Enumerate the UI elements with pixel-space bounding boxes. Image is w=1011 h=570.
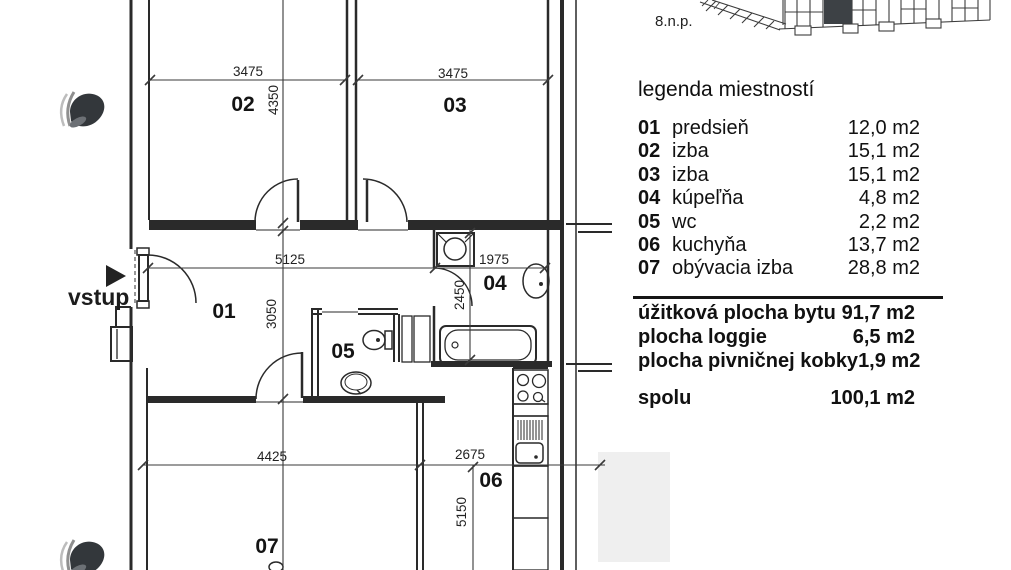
total-row: plocha loggie 6,5 m2 — [638, 326, 915, 350]
room-area: 12,0 m2 — [847, 117, 920, 139]
total-label: úžitková plocha bytu — [638, 302, 836, 324]
highlighted-unit — [824, 0, 852, 24]
dimension-labels: 3475 3475 4350 5125 1975 2450 3050 4425 … — [233, 64, 509, 527]
legend-row: 03 izba 15,1 m2 — [638, 164, 920, 187]
total-label: plocha loggie — [638, 325, 767, 348]
stove-icon — [512, 369, 549, 405]
room-name: kúpeľňa — [672, 187, 744, 210]
room-number: 03 — [638, 163, 661, 186]
legend-row: 04 kúpeľňa 4,8 m2 — [638, 187, 920, 210]
legend-row: 06 kuchyňa 13,7 m2 — [638, 234, 920, 257]
entrance-label: vstup — [68, 284, 130, 310]
room-number: 05 — [638, 210, 661, 233]
room-label-01: 01 — [212, 300, 236, 323]
room-number-labels: 01 02 03 04 05 06 07 — [212, 93, 507, 558]
room-number: 04 — [638, 187, 661, 210]
legend-row: 02 izba 15,1 m2 — [638, 140, 920, 163]
room-label-03: 03 — [443, 94, 466, 117]
wc-sink-icon — [340, 371, 372, 395]
watermark-blob-bottom — [59, 539, 105, 570]
legend-totals: úžitková plocha bytu 91,7 m2 plocha logg… — [638, 302, 920, 374]
legend-row: 01 predsieň 12,0 m2 — [638, 117, 920, 140]
dimension-lines — [137, 0, 606, 570]
room-number: 02 — [638, 140, 661, 163]
room-name: wc — [672, 210, 697, 233]
door-swings — [134, 178, 473, 400]
grand-total-label: spolu — [638, 387, 692, 409]
room-number: 07 — [638, 257, 661, 280]
legend-row: 05 wc 2,2 m2 — [638, 211, 920, 234]
room-number: 06 — [638, 233, 661, 256]
grand-total-value: 100,1 m2 — [830, 387, 915, 409]
room-area: 15,1 m2 — [847, 163, 920, 186]
scan-shadow-band — [598, 452, 670, 562]
room-area: 28,8 m2 — [847, 257, 920, 280]
dim-room02-height: 4350 — [266, 85, 281, 115]
room-area: 15,1 m2 — [847, 140, 920, 163]
dim-bath-height: 2450 — [452, 280, 467, 310]
room-label-04: 04 — [483, 272, 507, 295]
room-area: 2,2 m2 — [858, 210, 920, 233]
site-plan-sketch — [699, 0, 991, 36]
grand-total-row: spolu 100,1 m2 — [638, 387, 915, 411]
dim-room03-width: 3475 — [438, 66, 468, 81]
room-label-07: 07 — [255, 535, 278, 558]
kitchen-cabinets — [512, 465, 549, 570]
room-number: 01 — [638, 117, 661, 139]
watermark-blob-top — [59, 91, 105, 128]
total-value: 91,7 m2 — [841, 302, 915, 324]
room-name: obývacia izba — [672, 257, 794, 280]
dim-room02-width: 3475 — [233, 64, 263, 79]
dim-kitchen-height: 5150 — [454, 497, 469, 527]
room-area: 13,7 m2 — [847, 233, 920, 256]
room-label-02: 02 — [231, 93, 254, 116]
total-value: 1,9 m2 — [858, 349, 921, 372]
legend-divider — [633, 296, 943, 299]
room-name: kuchyňa — [672, 233, 747, 256]
dim-living-width: 4425 — [257, 449, 287, 464]
total-row: plocha pivničnej kobky 1,9 m2 — [638, 349, 920, 374]
legend-title: legenda miestností — [638, 78, 815, 101]
dim-kitchen-width: 2675 — [455, 447, 485, 462]
room-label-05: 05 — [331, 340, 355, 363]
entrance-arrow-icon — [106, 265, 126, 287]
floor-level-label: 8.n.p. — [655, 13, 693, 30]
legend-room-list: 01 predsieň 12,0 m2 02 izba 15,1 m2 03 i… — [638, 117, 920, 281]
room-area: 4,8 m2 — [858, 187, 920, 210]
total-value: 6,5 m2 — [852, 325, 915, 348]
kitchen-sink-icon — [512, 403, 549, 467]
dim-bath-width: 1975 — [479, 252, 509, 267]
legend-row: 07 obývacia izba 28,8 m2 — [638, 257, 920, 280]
room-label-06: 06 — [479, 469, 502, 492]
room-name: izba — [672, 163, 709, 186]
walls — [110, 0, 612, 570]
washing-machine-icon — [436, 232, 475, 267]
room-name: predsieň — [672, 117, 749, 139]
bath-sink-icon — [522, 263, 550, 299]
total-row: úžitková plocha bytu 91,7 m2 — [638, 302, 915, 326]
living-table-icon — [268, 561, 284, 570]
toilet-icon — [362, 329, 393, 351]
fixtures — [268, 232, 550, 570]
room-name: izba — [672, 140, 709, 163]
dim-hall-height: 3050 — [264, 299, 279, 329]
bathtub-icon — [439, 325, 537, 365]
dim-hall-width: 5125 — [275, 252, 305, 267]
total-label: plocha pivničnej kobky — [638, 349, 859, 372]
